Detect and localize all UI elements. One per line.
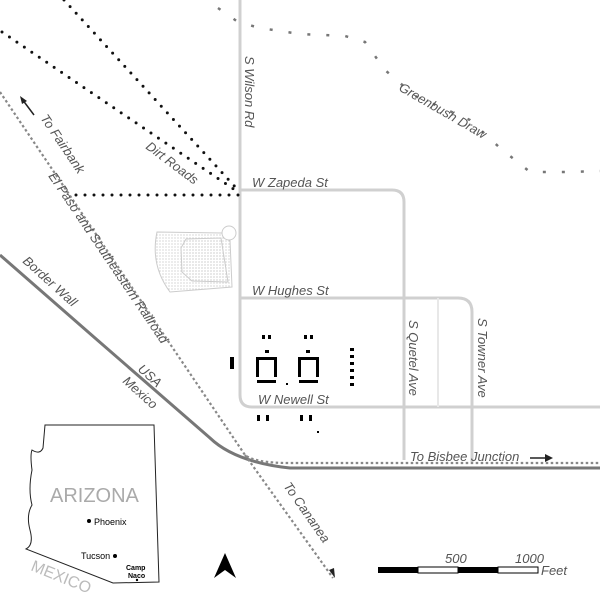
phoenix-dot	[87, 519, 91, 523]
label-tucson: Tucson	[81, 551, 110, 561]
dirt-road-1	[62, 0, 240, 192]
label-to-bisbee-junction: To Bisbee Junction	[410, 449, 519, 464]
label-s-wilson-rd: S Wilson Rd	[242, 56, 257, 128]
tucson-dot	[113, 554, 117, 558]
arrow-bisbee-icon	[530, 454, 553, 462]
label-w-zapeda-st: W Zapeda St	[252, 175, 329, 190]
border-wall	[0, 253, 600, 470]
railroad	[0, 91, 600, 465]
scale-unit: Feet	[541, 563, 568, 578]
label-camp: Camp	[126, 565, 145, 572]
w-zapeda-st	[240, 188, 406, 460]
label-to-fairbank: To Fairbank	[38, 111, 89, 177]
label-greenbush-draw: Greenbush Draw	[397, 80, 491, 143]
railroad-cananea	[244, 454, 334, 579]
label-arizona: ARIZONA	[50, 485, 140, 507]
arrow-cananea-icon	[329, 568, 335, 578]
arrow-fairbank-icon	[20, 96, 35, 116]
scale-500: 500	[445, 551, 467, 566]
scale-bar: 500 1000 Feet	[378, 551, 568, 578]
arizona-inset: ARIZONA MEXICO Phoenix Tucson Camp Naco	[24, 424, 160, 597]
buildings	[230, 335, 354, 433]
label-s-towner-ave: S Towner Ave	[475, 318, 490, 398]
camp-naco-dot	[135, 578, 139, 582]
scale-1000: 1000	[515, 551, 545, 566]
label-w-newell-st: W Newell St	[258, 392, 330, 407]
north-arrow-icon	[214, 553, 236, 578]
label-dirt-roads: Dirt Roads	[143, 138, 201, 187]
label-phoenix: Phoenix	[94, 517, 127, 527]
dirt-road-2	[0, 30, 237, 192]
label-railroad: El Paso and Southeastern Railroad	[46, 169, 172, 346]
label-w-hughes-st: W Hughes St	[252, 283, 330, 298]
w-hughes-st	[240, 296, 474, 462]
label-naco: Naco	[128, 573, 145, 580]
label-s-quetel-ave: S Quetel Ave	[406, 320, 421, 396]
s-wilson-rd	[238, 0, 600, 409]
baseball-field	[154, 225, 237, 293]
label-to-cananea: To Cananea	[281, 479, 334, 545]
